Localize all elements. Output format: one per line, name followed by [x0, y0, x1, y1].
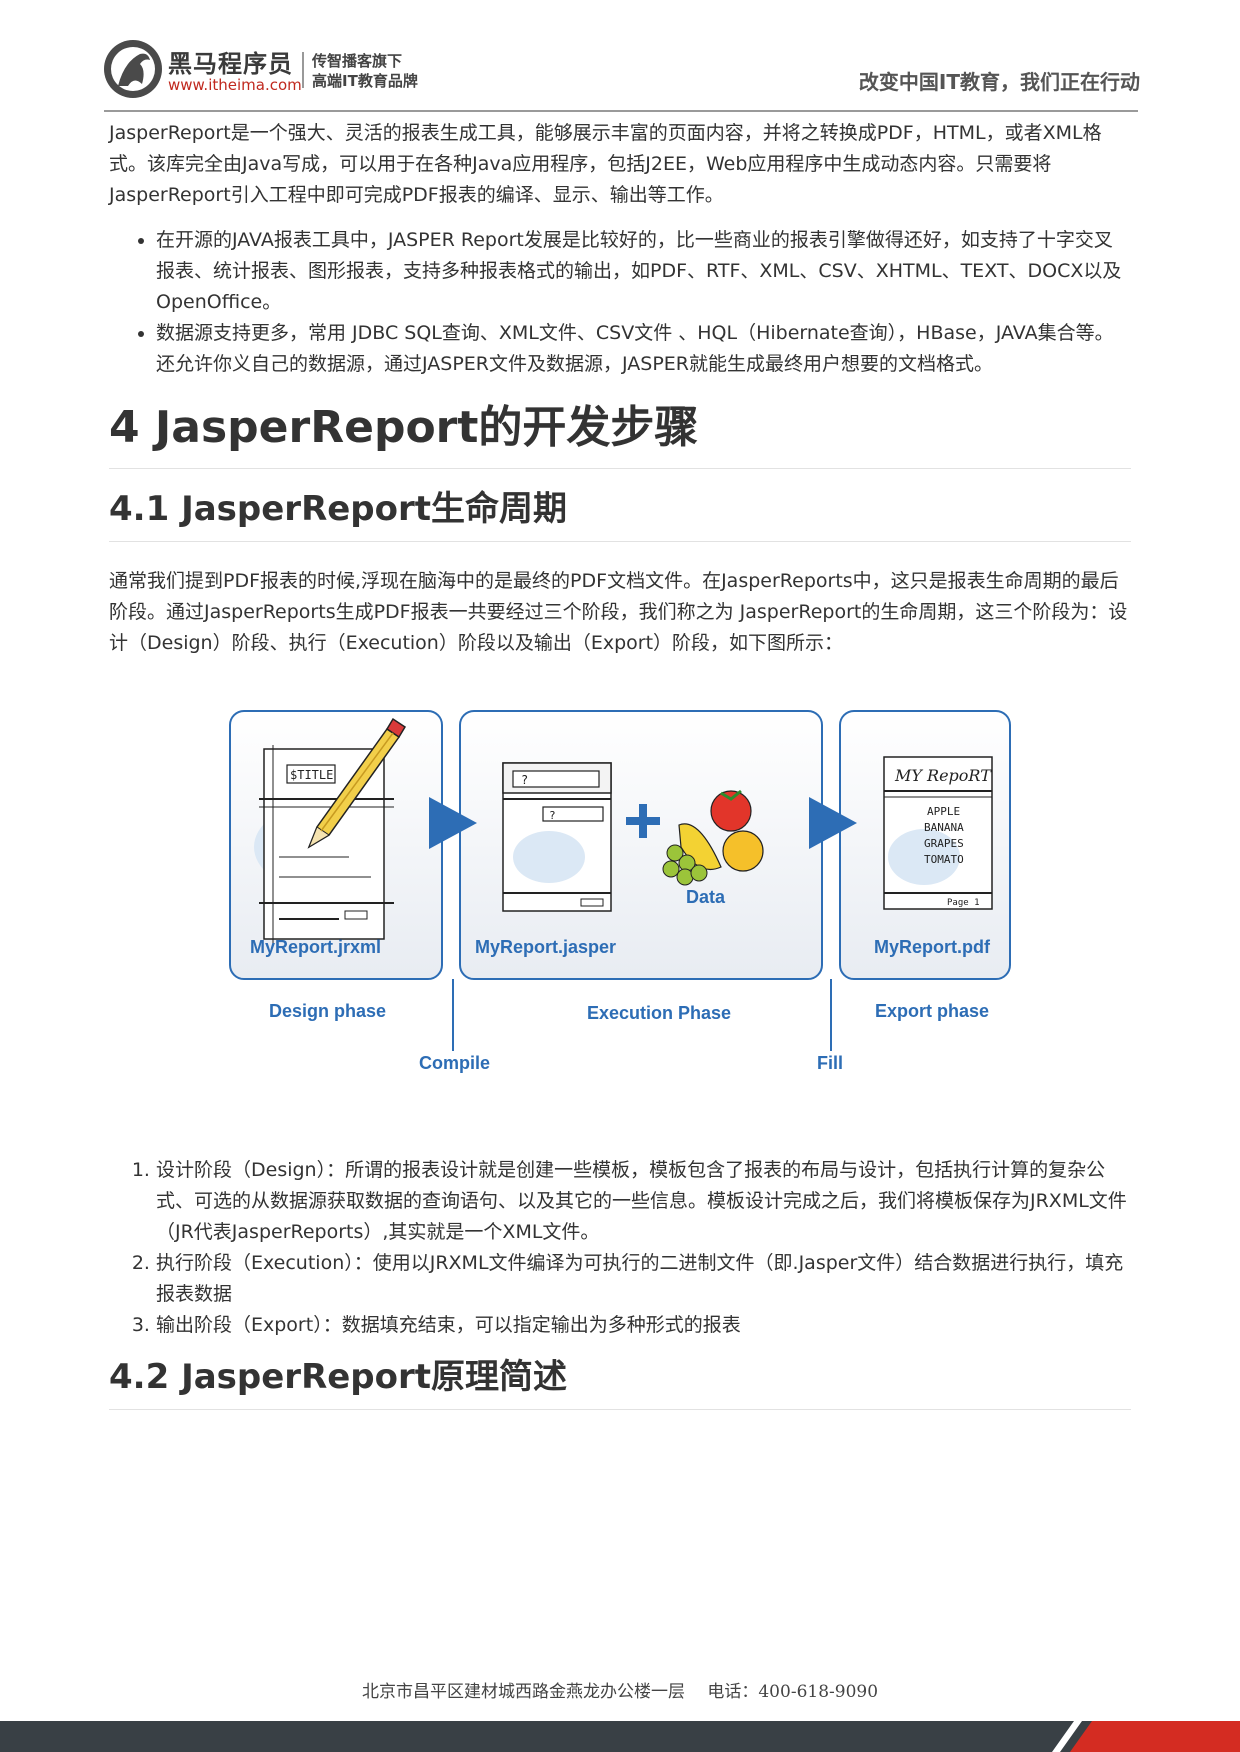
design-phase-label: Design phase: [269, 1001, 386, 1021]
export-phase-label: Export phase: [875, 1001, 989, 1021]
section-heading-4: 4 JasperReport的开发步骤: [109, 402, 1131, 469]
lifecycle-diagram: $TITLE MyReport.jrxml ?: [109, 707, 1131, 1127]
execution-phase-label: Execution Phase: [587, 1003, 731, 1023]
compile-arrow-icon: [429, 797, 477, 849]
header-divider: [104, 110, 1138, 112]
header-slogan: 改变中国IT教育，我们正在行动: [858, 70, 1140, 94]
fill-label: Fill: [817, 1053, 843, 1073]
intro-paragraph: JasperReport是一个强大、灵活的报表生成工具，能够展示丰富的页面内容，…: [109, 122, 1102, 206]
sketch-title-text: $TITLE: [290, 768, 333, 782]
footer-bar: [0, 1721, 1240, 1752]
lifecycle-paragraph: 通常我们提到PDF报表的时候,浮现在脑海中的是最终的PDF文档文件。在Jaspe…: [109, 570, 1128, 654]
execution-file-label: MyReport.jasper: [475, 937, 616, 957]
list-item: 数据源支持更多，常用 JDBC SQL查询、XML文件、CSV文件 、HQL（H…: [156, 318, 1131, 380]
list-item: 输出阶段（Export）：数据填充结束，可以指定输出为多种形式的报表: [156, 1310, 1131, 1341]
section-heading-4-2: 4.2 JasperReport原理简述: [109, 1355, 1131, 1410]
page-header: 黑马程序员 www.itheima.com 传智播客旗下 高端IT教育品牌 改变…: [104, 38, 1140, 112]
report-item-text: TOMATO: [924, 853, 964, 866]
design-template-icon: $TITLE: [254, 745, 394, 943]
brand-subtitle-2: 高端IT教育品牌: [312, 72, 418, 90]
fruit-data-icon: [662, 789, 764, 886]
export-file-label: MyReport.pdf: [874, 937, 991, 957]
list-item: 设计阶段（Design）：所谓的报表设计就是创建一些模板，模板包含了报表的布局与…: [156, 1155, 1131, 1248]
design-file-label: MyReport.jrxml: [250, 937, 381, 957]
report-item-text: GRAPES: [924, 837, 964, 850]
sketch-q2-text: ?: [549, 809, 556, 822]
footer-accent-stripe: [1052, 1721, 1240, 1752]
footer-address: 北京市昌平区建材城西路金燕龙办公楼一层 电话：400-618-9090: [361, 1682, 879, 1702]
report-page-text: Page 1: [947, 898, 980, 908]
brand-url[interactable]: www.itheima.com: [168, 76, 302, 94]
feature-list: 在开源的JAVA报表工具中，JASPER Report发展是比较好的，比一些商业…: [109, 225, 1131, 380]
data-label: Data: [686, 887, 726, 907]
list-item: 执行阶段（Execution）：使用以JRXML文件编译为可执行的二进制文件（即…: [156, 1248, 1131, 1310]
section-heading-4-1: 4.1 JasperReport生命周期: [109, 487, 1131, 542]
fill-arrow-icon: [809, 797, 857, 849]
brand-subtitle-1: 传智播客旗下: [312, 52, 403, 70]
report-title-text: MY RepoRT: [894, 766, 992, 785]
list-item: 在开源的JAVA报表工具中，JASPER Report发展是比较好的，比一些商业…: [156, 225, 1131, 318]
plus-icon: [626, 804, 660, 838]
compile-label: Compile: [419, 1053, 490, 1073]
report-item-text: APPLE: [927, 805, 960, 818]
document-body: JasperReport是一个强大、灵活的报表生成工具，能够展示丰富的页面内容，…: [109, 118, 1131, 1410]
jasper-template-icon: ? ?: [502, 762, 612, 912]
pencil-icon: [307, 717, 407, 849]
logo-divider: [302, 52, 304, 88]
sketch-q1-text: ?: [521, 773, 528, 787]
lifecycle-diagram-svg: $TITLE MyReport.jrxml ?: [229, 710, 1011, 1073]
report-item-text: BANANA: [924, 821, 964, 834]
lifecycle-steps: 设计阶段（Design）：所谓的报表设计就是创建一些模板，模板包含了报表的布局与…: [109, 1155, 1131, 1341]
horse-logo-icon: [104, 40, 162, 98]
pdf-report-icon: MY RepoRT APPLE BANANA GRAPES TOMATO Pag…: [883, 756, 993, 910]
brand-name: 黑马程序员: [168, 50, 293, 78]
